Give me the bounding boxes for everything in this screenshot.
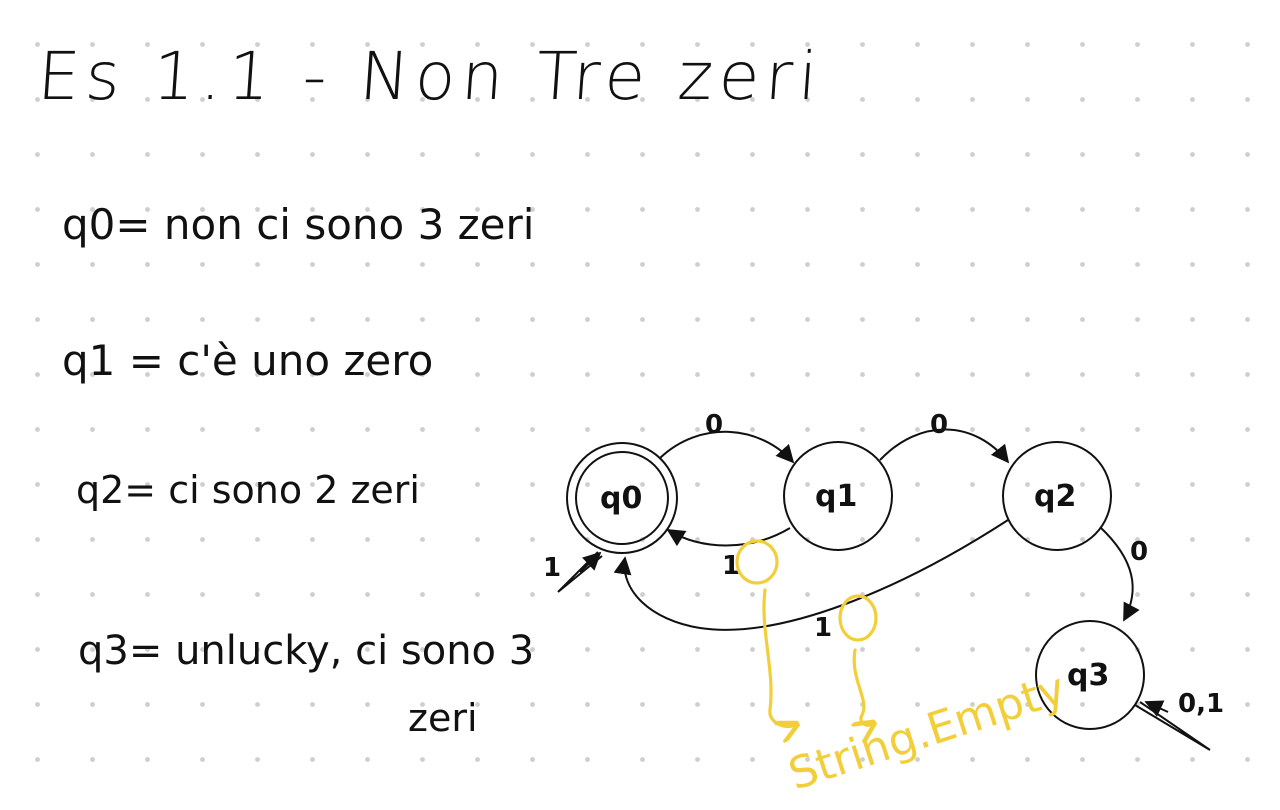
self-loop-q3-arrow	[1144, 700, 1169, 717]
edge-q2-q0-label: 1	[814, 613, 832, 643]
edge-q2-q3-label: 0	[1130, 537, 1148, 567]
highlight-circle-1	[735, 539, 779, 585]
state-q3-label: q3	[1067, 658, 1109, 693]
state-q3: q3	[1035, 620, 1145, 730]
accepting-ring	[575, 451, 669, 545]
state-q0: q0	[566, 442, 678, 554]
edge-q1-q0-label: 1	[722, 551, 740, 581]
annotation-text: String.Empty	[783, 663, 1072, 800]
edge-q1-q2-label: 0	[930, 410, 948, 440]
self-loop-q3	[1134, 701, 1211, 751]
state-q0-label: q0	[600, 481, 642, 516]
edge-q2-q0	[613, 519, 1009, 631]
definition-q3-continued: zeri	[408, 696, 478, 740]
definition-q0: q0= non ci sono 3 zeri	[62, 200, 535, 249]
annotation-arrow-1	[762, 588, 795, 727]
edge-q0-q1-label: 0	[705, 410, 723, 440]
self-loop-q0-label: 1	[543, 553, 561, 583]
self-loop-q0-arrow	[579, 551, 602, 573]
definition-q3: q3= unlucky, ci sono 3	[78, 628, 535, 674]
definition-q1: q1 = c'è uno zero	[62, 336, 434, 385]
state-q1-label: q1	[815, 479, 857, 514]
state-q2-label: q2	[1034, 479, 1076, 514]
highlight-circle-2	[838, 594, 878, 642]
edge-q0-q1	[659, 430, 795, 464]
self-loop-q3-label: 0,1	[1178, 689, 1224, 719]
edge-q1-q0	[666, 527, 791, 547]
edge-q2-q3	[1099, 526, 1140, 622]
definition-q2: q2= ci sono 2 zeri	[76, 468, 420, 512]
edge-q1-q2	[879, 428, 1010, 464]
state-q1: q1	[783, 441, 893, 551]
annotation-arrow-2	[854, 648, 872, 725]
state-q2: q2	[1002, 441, 1112, 551]
